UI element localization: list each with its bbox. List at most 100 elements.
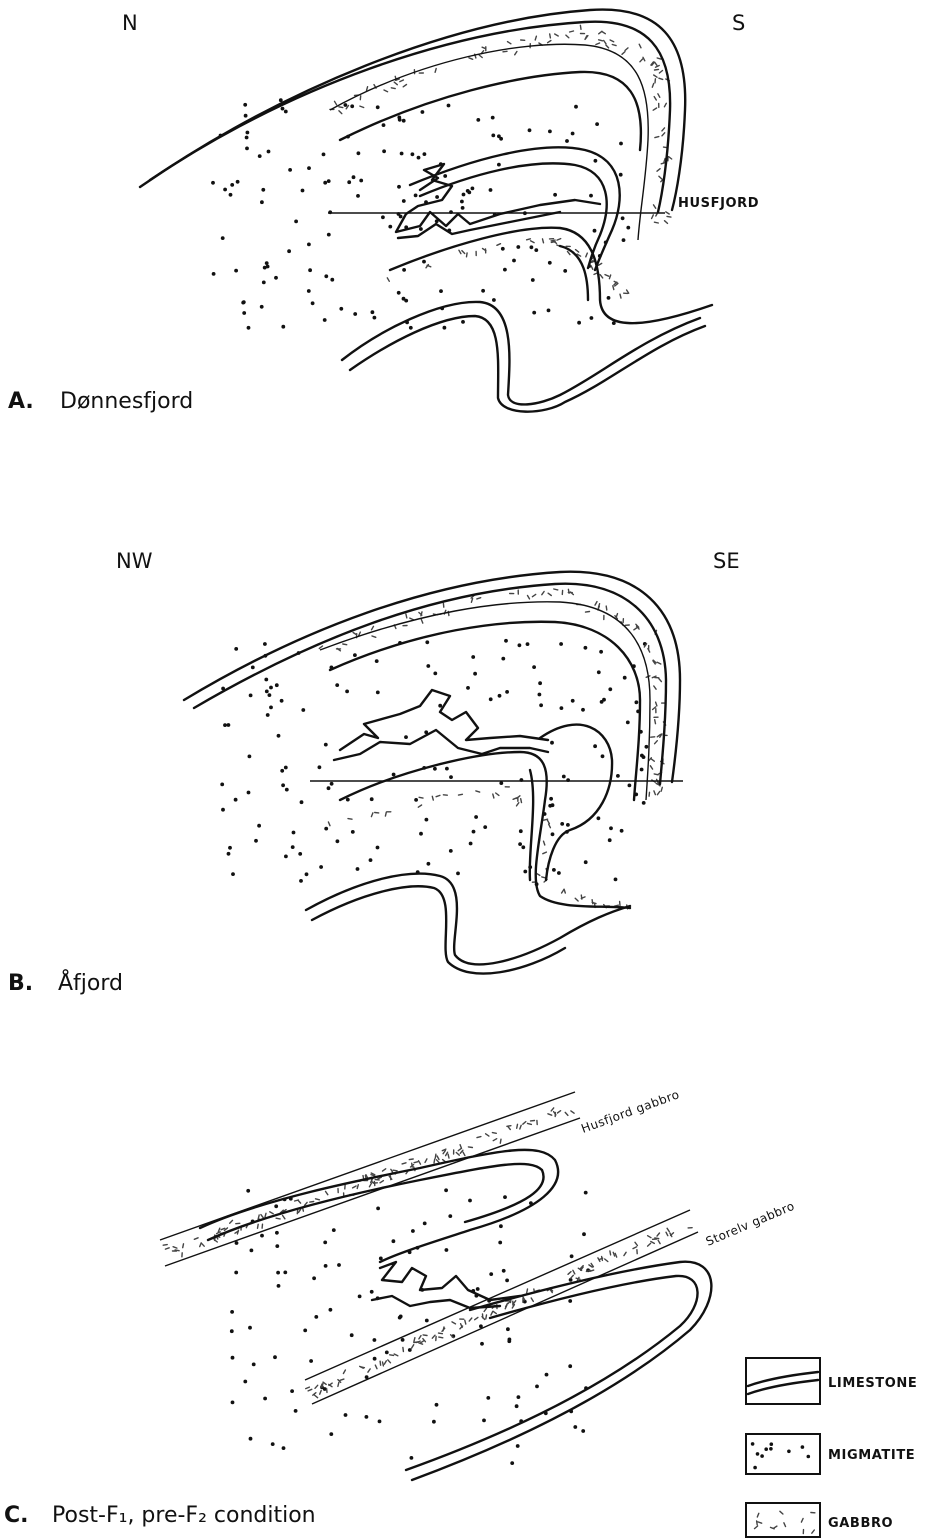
migmatite-dot: [401, 1338, 405, 1342]
migmatite-dot: [486, 1396, 490, 1400]
gabbro-dash: [548, 593, 551, 595]
migmatite-dot: [398, 118, 402, 122]
migmatite-dot: [425, 1319, 429, 1323]
migmatite-dot: [502, 1269, 506, 1273]
direction-label-se: SE: [713, 549, 740, 573]
gabbro-dash: [383, 1169, 386, 1171]
migmatite-dot: [491, 134, 495, 138]
migmatite-dot: [568, 1364, 572, 1368]
migmatite-dot: [530, 245, 534, 249]
migmatite-dot: [373, 316, 377, 320]
migmatite-dot: [230, 1310, 234, 1314]
migmatite-dot: [324, 743, 328, 747]
migmatite-dot: [518, 643, 522, 647]
gabbro-dash: [520, 1125, 521, 1129]
migmatite-dot: [473, 672, 477, 676]
migmatite-dot: [350, 1333, 354, 1337]
gabbro-dash: [299, 1209, 301, 1212]
gabbro-dash: [329, 1384, 332, 1386]
gabbro-dash: [658, 1240, 660, 1243]
gabbro-dash: [165, 1248, 169, 1249]
migmatite-dot: [276, 1271, 280, 1275]
migmatite-dot: [370, 797, 374, 801]
gabbro-dash: [622, 52, 625, 55]
migmatite-dot: [268, 693, 272, 697]
gabbro-dash: [576, 250, 579, 253]
migmatite-dot: [314, 1315, 318, 1319]
migmatite-dot: [614, 878, 618, 882]
gabbro-dash: [655, 62, 657, 65]
gabbro-dash: [459, 250, 461, 253]
migmatite-dot: [608, 838, 612, 842]
migmatite-dot: [476, 1287, 480, 1291]
migmatite-dot: [263, 1397, 267, 1401]
migmatite-dot: [423, 152, 427, 156]
migmatite-dot: [460, 200, 464, 204]
gabbro-dash: [598, 263, 601, 265]
gabbro-dash: [471, 599, 472, 603]
migmatite-dot: [426, 664, 430, 668]
migmatite-dot: [562, 775, 566, 779]
migmatite-dot: [283, 1271, 287, 1275]
gabbro-band-c: [163, 1108, 692, 1398]
gabbro-dash: [570, 31, 574, 32]
migmatite-dot: [547, 309, 551, 313]
gabbro-dash: [493, 1311, 496, 1313]
migmatite-dot: [284, 110, 288, 114]
migmatite-dot: [468, 1199, 472, 1203]
gabbro-dash: [615, 1253, 617, 1257]
migmatite-dot: [593, 744, 597, 748]
gabbro-dash: [469, 58, 473, 60]
migmatite-dot: [251, 666, 255, 670]
gabbro-dash: [780, 1511, 783, 1514]
migmatite-dot: [329, 1432, 333, 1436]
gabbro-dash: [380, 1361, 381, 1365]
gabbro-dash: [528, 596, 530, 599]
migmatite-dot: [327, 233, 331, 237]
migmatite-dot: [324, 827, 328, 831]
gabbro-dash: [497, 244, 501, 246]
migmatite-dot: [600, 700, 604, 704]
migmatite-dot: [492, 298, 496, 302]
gabbro-dash: [360, 106, 364, 107]
gabbro-dash: [486, 1315, 487, 1319]
migmatite-dot: [538, 681, 542, 685]
migmatite-dot: [376, 1207, 380, 1211]
panel-a-title: Dønnesfjord: [60, 389, 193, 414]
legend-label-limestone: LIMESTONE: [828, 1376, 917, 1391]
gabbro-dash: [265, 1213, 266, 1217]
gabbro-dash: [784, 1523, 786, 1527]
gabbro-dash: [500, 1139, 501, 1143]
migmatite-dot: [551, 832, 555, 836]
gabbro-dash: [339, 107, 343, 108]
gabbro-dash: [183, 1244, 184, 1248]
migmatite-dot: [404, 735, 408, 739]
migmatite-dot: [281, 325, 285, 329]
gabbro-dash: [434, 1159, 435, 1163]
migmatite-dot: [480, 1342, 484, 1346]
migmatite-dot: [301, 708, 305, 712]
migmatite-dot: [230, 1329, 234, 1333]
migmatite-dot: [273, 1355, 277, 1359]
gabbro-dash: [654, 75, 657, 77]
migmatite-dot: [474, 815, 478, 819]
migmatite-dot: [402, 119, 406, 123]
migmatite-dot: [635, 700, 639, 704]
migmatite-dot: [266, 265, 270, 269]
gabbro-dash: [353, 633, 356, 635]
migmatite-dot: [409, 326, 413, 330]
migmatite-dot: [489, 1272, 493, 1276]
gabbro-dash: [571, 1275, 574, 1278]
migmatite-dot: [489, 697, 493, 701]
gabbro-dash: [517, 1124, 518, 1128]
legend-label-migmatite: MIGMATITE: [828, 1448, 915, 1463]
migmatite-dot: [581, 708, 585, 712]
migmatite-dot: [449, 775, 453, 779]
gabbro-dash: [568, 251, 570, 254]
migmatite-dot: [590, 316, 594, 320]
migmatite-dot: [323, 318, 327, 322]
gabbro-dash: [421, 619, 423, 623]
migmatite-dot: [234, 647, 238, 651]
gabbro-dash: [343, 1370, 345, 1374]
storelv-gabbro-label: Storelv gabbro: [704, 1199, 797, 1249]
